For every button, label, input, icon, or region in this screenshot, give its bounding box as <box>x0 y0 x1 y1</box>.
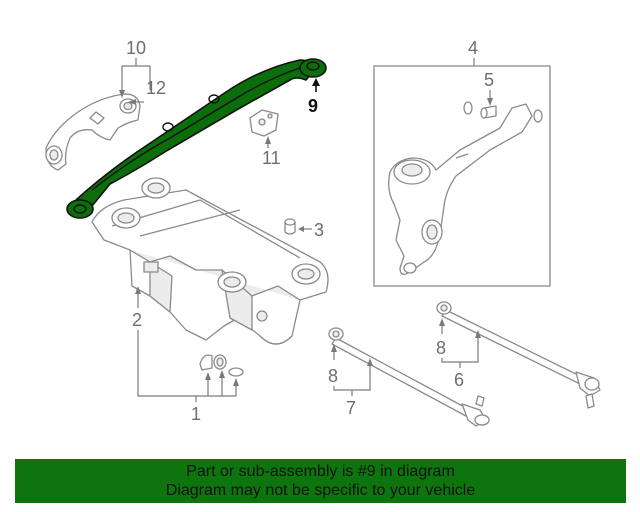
banner-line-2: Diagram may not be specific to your vehi… <box>165 482 476 499</box>
label-10: 10 <box>126 38 146 58</box>
hardware-1: 1 <box>137 330 244 424</box>
label-7: 7 <box>346 398 356 418</box>
label-6: 6 <box>454 370 464 390</box>
label-11: 11 <box>262 148 281 168</box>
label-1: 1 <box>191 404 201 424</box>
rear-subframe <box>91 177 329 345</box>
label-8-lower: 8 <box>328 366 338 386</box>
knuckle-assembly-box: 4 <box>373 38 551 287</box>
label-2: 2 <box>132 310 142 330</box>
highlighted-part-9 <box>66 58 327 219</box>
lateral-link-6 <box>436 301 601 409</box>
label-3: 3 <box>314 220 324 240</box>
info-banner: Part or sub-assembly is #9 in diagram Di… <box>15 459 626 503</box>
mount-bracket: 11 <box>249 109 281 168</box>
label-9: 9 <box>308 96 318 116</box>
banner-line-1: Part or sub-assembly is #9 in diagram <box>186 463 455 480</box>
parts-diagram: 10 12 11 2 <box>45 38 601 427</box>
label-5: 5 <box>484 70 494 90</box>
lateral-link-7 <box>328 327 490 427</box>
label-12: 12 <box>146 78 166 98</box>
control-arm-bracket <box>45 93 141 171</box>
bushing-3: 3 <box>284 218 324 240</box>
label-4: 4 <box>468 38 478 58</box>
label-8-upper: 8 <box>436 338 446 358</box>
label-10-group: 10 12 <box>119 38 166 105</box>
